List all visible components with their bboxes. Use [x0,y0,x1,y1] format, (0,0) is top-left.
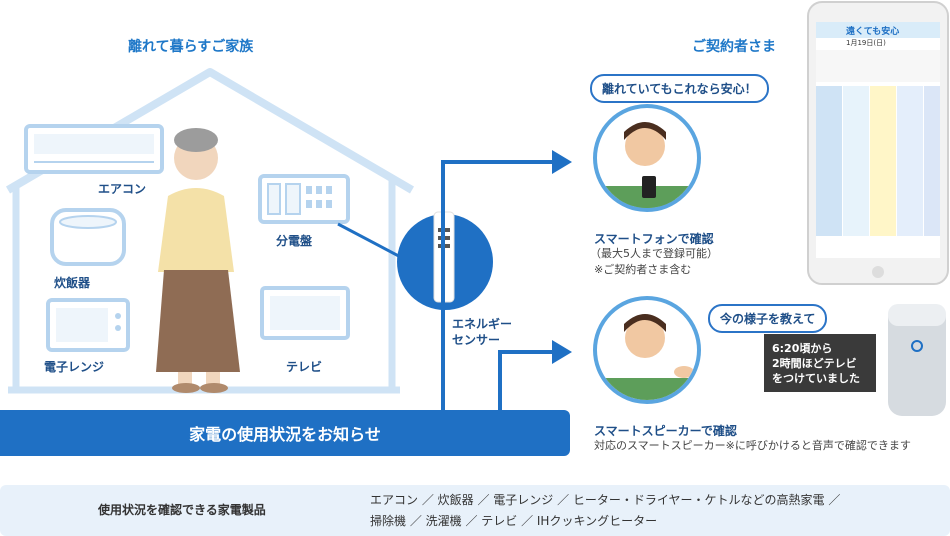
main-bar-text: 家電の使用状況をお知らせ [189,425,381,444]
smartphone-bubble-text: 離れていてもこれなら安心！ [602,82,757,96]
microwave-label: 電子レンジ [44,360,105,374]
man-with-speaker-figure [593,296,701,404]
smartphone-speech-bubble: 離れていてもこれなら安心！ [590,74,769,103]
speaker-response-line2: 2時間ほどテレビ [772,357,857,370]
speaker-bubble-text: 今の様子を教えて [720,312,816,326]
phone-app-title: 遠くても安心 [846,27,900,37]
speaker-caption-line1: 対応のスマートスピーカー※に呼びかけると音声で確認できます [594,439,911,452]
smartphone-caption-line1: （最大5人まで登録可能） [590,247,718,260]
rice-cooker-label: 炊飯器 [54,276,91,290]
rice-cooker-icon [50,208,126,266]
arrow-speaker-icon [552,340,572,364]
flow-line-speaker [498,350,554,412]
microwave-icon [46,298,130,352]
aircon-label: エアコン [98,182,147,196]
flow-line-smartphone [441,160,554,412]
tv-label: テレビ [286,360,323,374]
speaker-response-line1: 6:20頃から [772,342,833,355]
phone-app-date: 1月19日(日) [846,39,886,47]
speaker-speech-bubble: 今の様子を教えて [708,304,828,333]
family-title: 離れて暮らすご家族 [128,39,254,55]
smartphone-device [807,1,949,285]
supported-appliances-line2: 掃除機 ／ 洗濯機 ／ テレビ ／ IHクッキングヒーター [370,514,658,528]
smartphone-caption-line2: ※ご契約者さま含む [594,263,692,276]
man-with-smartphone-figure [593,104,701,212]
distribution-panel-icon [258,174,350,224]
arrow-smartphone-icon [552,150,572,174]
contract-title: ご契約者さま [692,39,776,55]
supported-appliances-label: 使用状況を確認できる家電製品 [98,503,266,517]
aircon-icon [24,124,164,174]
smartphone-caption-title: スマートフォンで確認 [594,232,714,246]
main-notification-bar: 家電の使用状況をお知らせ [0,410,570,456]
speaker-response-box: 6:20頃から 2時間ほどテレビ をつけていました [764,334,876,392]
smart-speaker-icon [888,304,946,416]
supported-appliances-panel: 使用状況を確認できる家電製品 エアコン ／ 炊飯器 ／ 電子レンジ ／ ヒーター… [0,485,950,536]
speaker-response-line3: をつけていました [772,372,860,385]
speaker-caption-title: スマートスピーカーで確認 [594,424,737,438]
grandmother-figure [156,128,240,393]
tv-icon [260,286,350,340]
distribution-panel-label: 分電盤 [276,234,313,248]
energy-sensor-label: エネルギー センサー [452,317,513,347]
supported-appliances-line1: エアコン ／ 炊飯器 ／ 電子レンジ ／ ヒーター・ドライヤー・ケトルなどの高熱… [370,493,841,507]
